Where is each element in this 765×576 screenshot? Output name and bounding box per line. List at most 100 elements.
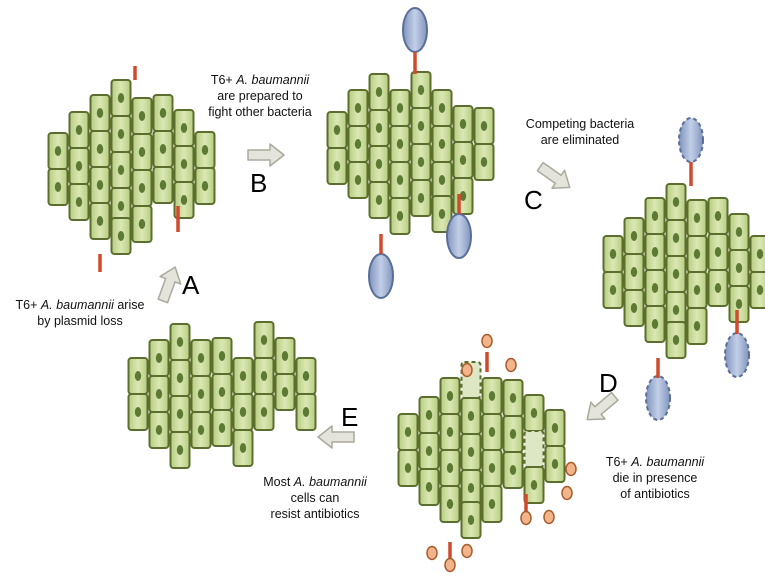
cell-nucleus [333,125,341,135]
cell-nucleus [218,387,226,397]
bacterium-cell [131,169,153,207]
cell-nucleus [417,193,425,203]
cell-nucleus [396,139,404,149]
cell-nucleus [218,423,226,433]
bacterium-cell [326,147,348,185]
bacterium-cell [686,271,708,309]
cell-nucleus [714,247,722,257]
bacterium-cell [110,217,132,255]
bacterium-cell [148,339,170,377]
bacterium-cell [253,321,275,359]
cell-nucleus [75,125,83,135]
bacterium-cell [169,431,191,469]
cell-nucleus [176,445,184,455]
cluster-initial [47,66,216,272]
cell-nucleus [651,283,659,293]
cell-nucleus [54,146,62,156]
step-label-d: D [599,368,618,398]
cell-nucleus [672,335,680,345]
bacterium-cell [418,468,440,506]
bacterium-cell [602,271,624,309]
bacterium-cell [148,375,170,413]
bacterium-cell [232,429,254,467]
bacterium-cell [131,133,153,171]
cell-nucleus [239,371,247,381]
bacterium-cell [194,167,216,205]
cell-nucleus [735,299,743,309]
cell-nucleus [75,197,83,207]
caption-b-prefix: T6+ [210,73,237,87]
bacterium-cell [347,89,369,127]
caption-step-d: T6+ A. baumannii die in presence of anti… [590,454,720,502]
cell-nucleus [714,283,722,293]
cell-nucleus [735,263,743,273]
bacterium-cell [623,217,645,255]
cell-nucleus [354,139,362,149]
bacterium-cell [169,323,191,361]
arrow-shape [157,266,182,304]
bacterium-cell [89,94,111,132]
bacterium-cell [127,357,149,395]
bacterium-cell [544,445,566,483]
dying-competitor-bacterium [678,117,704,163]
bacterium-cell [452,177,474,215]
cell-nucleus [155,389,163,399]
cell-nucleus [375,87,383,97]
bacterium-cell [644,269,666,307]
bacterium-cell [131,97,153,135]
cell-nucleus [651,319,659,329]
dead-cell [523,430,545,468]
cell-nucleus [138,183,146,193]
cell-nucleus [459,191,467,201]
bacterium-cell [502,379,524,417]
bacterium-cell [439,413,461,451]
antibiotic-molecule [461,362,473,378]
bacterium-cell [274,373,296,411]
cell-nucleus [138,219,146,229]
caption-b-species: A. baumannii [236,73,310,87]
cell-nucleus [630,303,638,313]
caption-d-prefix: T6+ [605,455,632,469]
cell-nucleus [530,480,538,490]
cell-nucleus [117,93,125,103]
cell-nucleus [96,144,104,154]
bacterium-cell [502,415,524,453]
antibiotic-molecule [426,545,438,561]
step-label-b: B [250,168,268,198]
cell-nucleus [417,157,425,167]
bacterium-cell [665,255,687,293]
bacterium-cell [295,357,317,395]
step-label-a: A [182,270,200,300]
bacterium-cell [602,235,624,273]
cell-nucleus [375,123,383,133]
bacterium-cell [211,373,233,411]
antibiotic-molecule [520,510,532,526]
cell-nucleus [530,408,538,418]
cell-nucleus [480,157,488,167]
bacterium-cell [232,393,254,431]
cell-nucleus [551,459,559,469]
cell-nucleus [176,409,184,419]
cell-nucleus [396,175,404,185]
antibiotic-molecule [543,509,555,525]
bacterium-cell [460,397,482,435]
bacterium-cell [190,411,212,449]
bacterium-cell [389,197,411,235]
cell-nucleus [197,353,205,363]
bacterium-cell [368,145,390,183]
bacterium-cell [544,409,566,447]
bacterium-cell [728,285,750,323]
cell-nucleus [425,482,433,492]
cluster-armed [326,7,495,299]
antibiotic-molecule [481,333,493,349]
cell-nucleus [117,201,125,211]
bacterium-cell [190,339,212,377]
cell-nucleus [480,121,488,131]
bacterium-cell [347,125,369,163]
bacterium-cell [152,130,174,168]
cell-nucleus [354,103,362,113]
cell-nucleus [425,446,433,456]
bacterium-cell [418,396,440,434]
cell-nucleus [159,144,167,154]
cell-nucleus [159,108,167,118]
